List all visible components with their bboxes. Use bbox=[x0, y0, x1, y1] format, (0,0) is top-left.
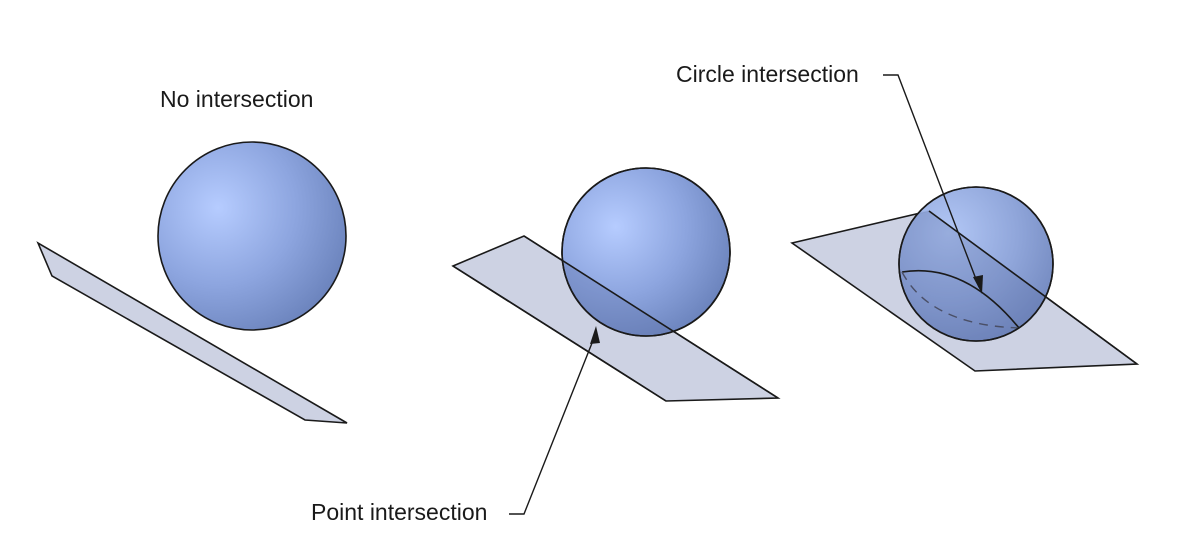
scene-no-intersection bbox=[36, 141, 348, 424]
label-no-intersection: No intersection bbox=[160, 86, 314, 112]
scene-point-intersection bbox=[451, 167, 781, 402]
intersection-circle-dashed-arc bbox=[901, 271, 1020, 329]
circle-intersection-leader bbox=[883, 74, 983, 294]
label-circle-intersection: Circle intersection bbox=[676, 61, 859, 87]
intersection-circle-solid-arc bbox=[901, 269, 1020, 329]
plane-1 bbox=[36, 241, 348, 424]
plane-3-back-edge bbox=[928, 210, 1138, 365]
label-point-intersection: Point intersection bbox=[311, 499, 488, 525]
sphere-2-outline bbox=[561, 167, 731, 337]
sphere-3-outline bbox=[898, 186, 1054, 342]
sphere-1 bbox=[157, 141, 347, 331]
plane-2-edge-through-sphere bbox=[523, 235, 779, 399]
scene-circle-intersection bbox=[790, 186, 1140, 372]
circle-arrowhead bbox=[973, 275, 983, 294]
plane-2-front-edge bbox=[452, 265, 667, 402]
point-arrowhead bbox=[590, 326, 600, 344]
point-intersection-leader bbox=[509, 326, 600, 515]
